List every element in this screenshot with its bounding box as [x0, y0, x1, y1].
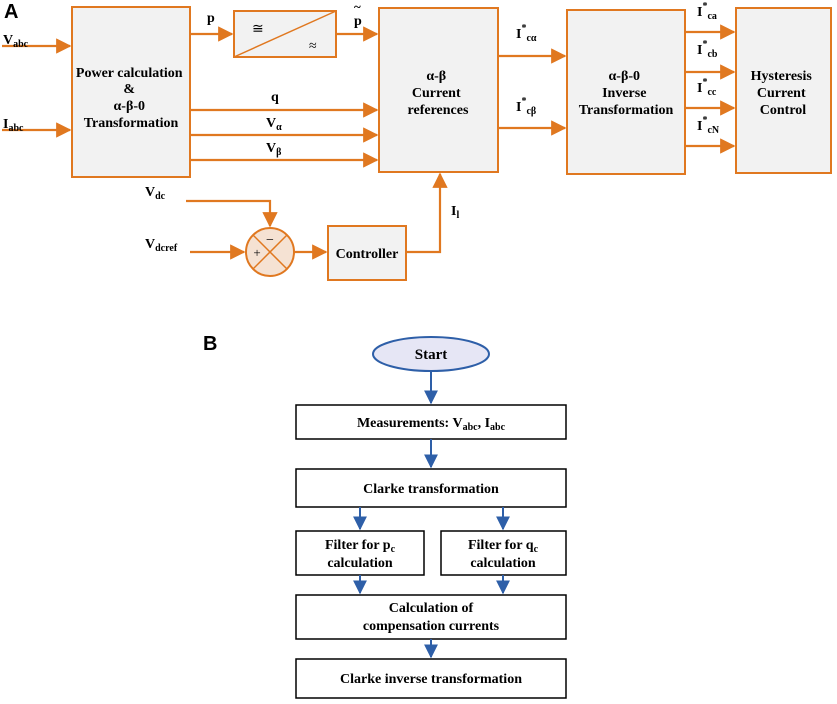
filter-q-box — [440, 530, 567, 576]
q-label: q — [271, 90, 279, 105]
compensation-line-1: Calculation of — [389, 601, 474, 616]
vdcref-label: Vdcref — [145, 237, 178, 254]
panel-b-label: B — [203, 333, 217, 355]
power-calc-line-1: Power calculation — [76, 66, 183, 81]
panel-a-connections — [2, 24, 736, 260]
filter-bottom-symbol: ≈ — [309, 39, 317, 54]
current-references-block: α-β Current references — [378, 7, 499, 173]
panel-a-label: A — [4, 1, 18, 23]
panel-a-signal-labels: Vabc Iabc Vdc Vdcref p ~ p q Vα Vβ Il I*… — [3, 0, 720, 254]
vdc-arrow — [186, 199, 278, 228]
measurements-label: Measurements: Vabc, Iabc — [357, 416, 506, 433]
icn-label: I*cN — [697, 115, 720, 136]
vdc-label: Vdc — [145, 185, 166, 202]
clarke-box — [295, 468, 567, 508]
start-node: Start — [372, 336, 490, 372]
summer-minus-sign: − — [266, 233, 274, 248]
svg-text:Hysteresis Current: Hysteresis Current Control — [751, 69, 816, 118]
svg-text:Power calculation &: Power calculation & α-β-0 Transformation — [76, 66, 186, 131]
icc-label: I*cc — [697, 77, 717, 98]
svg-text:α-β-0 Inverse Tran: α-β-0 Inverse Transformation — [579, 69, 674, 118]
filter-top-symbol: ≅ — [252, 22, 264, 37]
clarke-label: Clarke transformation — [363, 482, 499, 497]
hysteresis-line-2: Current — [757, 86, 806, 101]
p-tilde-label: p — [354, 14, 362, 29]
inverse-line-3: Transformation — [579, 103, 674, 118]
current-refs-line-3: references — [408, 103, 469, 118]
inverse-transformation-block: α-β-0 Inverse Transformation — [566, 9, 686, 175]
hysteresis-line-1: Hysteresis — [751, 69, 813, 84]
panel-b-arrows — [353, 371, 510, 659]
summing-junction: − + — [245, 227, 295, 277]
controller-label: Controller — [336, 247, 399, 262]
il-label: Il — [451, 204, 459, 221]
current-refs-line-2: Current — [412, 86, 461, 101]
inverse-line-2: Inverse — [602, 86, 646, 101]
power-calc-line-3: α-β-0 — [113, 99, 145, 114]
v-alpha-label: Vα — [266, 116, 282, 133]
filter-p-line-2: calculation — [327, 556, 393, 571]
il-arrow — [406, 172, 448, 254]
inverse-clarke-label: Clarke inverse transformation — [340, 672, 522, 687]
low-pass-filter-block: ≅ ≈ — [233, 10, 337, 58]
compensation-box — [295, 594, 567, 640]
compensation-line-2: compensation currents — [363, 619, 500, 634]
inverse-line-1: α-β-0 — [608, 69, 640, 84]
summer-plus-sign: + — [253, 245, 260, 260]
ica-label: I*ca — [697, 1, 717, 22]
filter-q-line-2: calculation — [470, 556, 536, 571]
controller-block: Controller — [327, 225, 407, 281]
svg-text:α-β Current refere: α-β Current references — [408, 69, 469, 118]
inverse-clarke-box — [295, 658, 567, 699]
power-calculation-block: Power calculation & α-β-0 Transformation — [71, 6, 191, 178]
hysteresis-line-3: Control — [760, 103, 807, 118]
power-calc-line-4: Transformation — [84, 116, 179, 131]
v-beta-label: Vβ — [266, 141, 281, 158]
icb-label: I*cb — [697, 39, 718, 60]
current-refs-line-1: α-β — [426, 69, 446, 84]
filter-q-line-1: Filter for qc — [468, 538, 539, 555]
p-label: p — [207, 11, 215, 26]
filter-p-box — [295, 530, 425, 576]
power-calc-line-2: & — [123, 82, 135, 97]
iabc-label: Iabc — [3, 117, 24, 134]
hysteresis-control-block: Hysteresis Current Control — [735, 7, 832, 174]
ic-alpha-label: I*cα — [516, 23, 537, 44]
filter-p-line-1: Filter for pc — [325, 538, 396, 555]
p-tilde-accent: ~ — [354, 0, 361, 14]
flowchart-texts: Measurements: Vabc, Iabc Clarke transfor… — [325, 416, 539, 687]
vabc-label: Vabc — [3, 33, 29, 50]
ic-beta-label: I*cβ — [516, 96, 536, 117]
start-label: Start — [415, 347, 448, 363]
